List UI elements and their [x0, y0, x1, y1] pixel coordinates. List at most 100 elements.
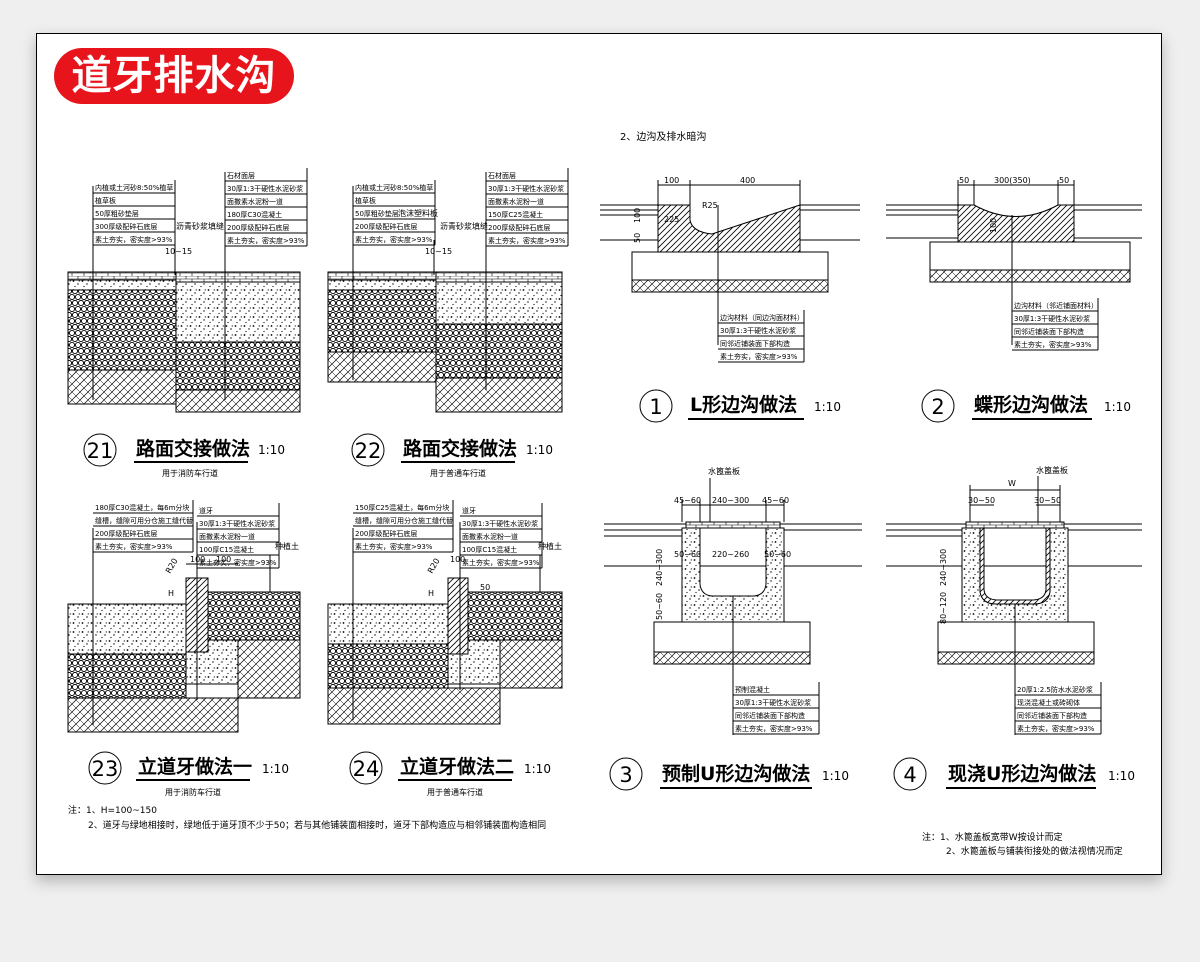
d2-scale: 1:10 [1104, 400, 1131, 414]
d21-scale: 1:10 [258, 443, 285, 457]
d22-right-label-1: 30厚1:3干硬性水泥砂浆 [488, 184, 564, 193]
detail-4: 水篦盖板 W 30~50 30~50 240~300 80~120 20厚1:2… [886, 465, 1142, 791]
d4-dim-w: W [1008, 479, 1016, 488]
d1-scale: 1:10 [814, 400, 841, 414]
d21-left-label-2: 50厚粗砂垫层 [95, 209, 139, 218]
section-heading: 2、边沟及排水暗沟 [620, 130, 706, 143]
detail-3: 水篦盖板 45~60 240~300 45~60 50~60 220~260 5… [604, 466, 862, 791]
d23-soil-label: 种植土 [275, 541, 299, 551]
d3-labels-label-1: 30厚1:3干硬性水泥砂浆 [735, 698, 811, 707]
d3-dim-4: 50~60 [674, 550, 701, 559]
d24-caption: 立道牙做法二 [400, 755, 514, 778]
d24-left-label-0: 150厚C25混凝土，每6m分块 [355, 503, 449, 512]
detail-1: 100 400 R25 50 100 225 边沟材料（同边沟面材料）30厚1:… [600, 176, 860, 423]
d23-usage: 用于消防车行道 [165, 787, 221, 797]
d4-scale: 1:10 [1108, 769, 1135, 783]
d2-labels-label-1: 30厚1:3干硬性水泥砂浆 [1014, 314, 1090, 323]
d3-dim-5: 220~260 [712, 550, 749, 559]
d21-right-label-4: 200厚级配碎石底层 [227, 223, 289, 232]
d23-scale: 1:10 [262, 762, 289, 776]
d3-caption: 预制U形边沟做法 [662, 762, 810, 785]
d1-labels-label-3: 素土夯实，密实度>93% [720, 352, 798, 361]
d3-cover-label: 水篦盖板 [708, 466, 740, 476]
d2-number: 2 [931, 395, 944, 419]
d4-dim-4: 80~120 [939, 592, 948, 624]
d21-joint-dim: 10~15 [165, 247, 192, 256]
d2-caption: 蝶形边沟做法 [974, 393, 1088, 416]
d22-mid-label: 沥青砂浆填缝 [440, 221, 488, 231]
d22-scale: 1:10 [526, 443, 553, 457]
d3-dim-2: 240~300 [712, 496, 749, 505]
d21-left-label-4: 素土夯实，密实度>93% [95, 235, 173, 244]
d3-labels-label-3: 素土夯实，密实度>93% [735, 724, 813, 733]
d22-usage: 用于普通车行道 [430, 468, 486, 478]
d4-labels-label-0: 20厚1:2.5防水水泥砂浆 [1017, 685, 1093, 694]
d1-dim-50: 50 [633, 233, 642, 243]
d21-right-label-3: 180厚C30混凝土 [227, 210, 282, 219]
d23-right-label-0: 道牙 [199, 506, 213, 515]
d4-labels-label-2: 同邻近铺装面下部构造 [1017, 711, 1087, 720]
d22-right-label-0: 石材面层 [488, 171, 516, 180]
d1-dim-400: 400 [740, 176, 755, 185]
d22-foam-label: 泡沫塑料板 [398, 208, 438, 218]
d24-right-label-4: 素土夯实，密实度>93% [462, 558, 540, 567]
d2-labels-label-2: 同邻近铺装面下部构造 [1014, 327, 1084, 336]
d23-dim-b: 100 [216, 555, 231, 564]
d24-scale: 1:10 [524, 762, 551, 776]
d24-dim-h: H [428, 589, 434, 598]
d3-dim-7: 240~300 [655, 549, 664, 586]
d23-dim-h: H [168, 589, 174, 598]
d21-right-label-0: 石材面层 [227, 171, 255, 180]
d4-dim-1: 30~50 [968, 496, 995, 505]
d23-left-label-3: 素土夯实，密实度>93% [95, 542, 173, 551]
d21-right-label-5: 素土夯实，密实度>93% [227, 236, 305, 245]
d3-number: 3 [619, 763, 632, 787]
d2-labels-label-0: 边沟材料（邻近铺面材料） [1014, 301, 1098, 310]
d24-dim-r: R20 [426, 557, 442, 575]
d2-dim-300: 300(350) [994, 176, 1031, 185]
d2-dim-100: 100 [989, 218, 998, 233]
d24-number: 24 [353, 757, 380, 781]
d23-right-label-2: 面撒素水泥粉一道 [199, 532, 255, 541]
d21-caption: 路面交接做法 [136, 437, 250, 460]
d3-dim-6: 50~60 [764, 550, 791, 559]
detail-23: 180厚C30混凝土，每6m分块缝槽，缝隙可用分仓施工缝代替200厚级配碎石底层… [67, 500, 301, 797]
d2-dim-50b: 50 [1059, 176, 1069, 185]
d3-labels-label-2: 同邻近铺装面下部构造 [735, 711, 805, 720]
d24-right-label-3: 100厚C15混凝土 [462, 545, 517, 554]
d1-dim-100b: 100 [633, 208, 642, 223]
note-right-1: 注：1、水篦盖板宽带W按设计而定 [922, 831, 1063, 843]
d21-left-label-3: 300厚级配碎石底层 [95, 222, 157, 231]
d22-left-label-3: 200厚级配碎石底层 [355, 222, 417, 231]
detail-22: 内植或土河砂8:50%植草植草板50厚粗砂垫层200厚级配碎石底层素土夯实，密实… [327, 168, 569, 478]
note-left-2: 2、道牙与绿地相接时，绿地低于道牙顶不少于50；若与其他铺装面相接时，道牙下部构… [88, 819, 546, 831]
d22-caption: 路面交接做法 [403, 437, 517, 460]
d24-left-label-2: 200厚级配碎石底层 [355, 529, 417, 538]
d23-left-label-1: 缝槽，缝隙可用分仓施工缝代替 [95, 516, 193, 525]
d21-left-label-1: 植草板 [95, 196, 116, 205]
d22-left-label-4: 素土夯实，密实度>93% [355, 235, 433, 244]
detail-2: 50 300(350) 50 100 边沟材料（邻近铺面材料）30厚1:3干硬性… [886, 176, 1142, 423]
note-left-1: 注：1、H=100~150 [68, 804, 157, 816]
d24-soil-label: 种植土 [538, 541, 562, 551]
d22-right-label-4: 200厚级配碎石底层 [488, 223, 550, 232]
d24-right-label-1: 30厚1:3干硬性水泥砂浆 [462, 519, 538, 528]
d21-number: 21 [87, 439, 114, 463]
d22-right-label-3: 150厚C25混凝土 [488, 210, 543, 219]
d4-labels-label-3: 素土夯实，密实度>93% [1017, 724, 1095, 733]
d21-right-label-1: 30厚1:3干硬性水泥砂浆 [227, 184, 303, 193]
d22-right-label-5: 素土夯实，密实度>93% [488, 236, 566, 245]
d22-left-label-0: 内植或土河砂8:50%植草 [355, 183, 433, 192]
d3-dim-1: 45~60 [674, 496, 701, 505]
d3-labels-label-0: 预制混凝土 [735, 685, 770, 694]
title-banner: 道牙排水沟 [54, 48, 294, 104]
d23-right-label-1: 30厚1:3干硬性水泥砂浆 [199, 519, 275, 528]
d21-right-label-2: 面撒素水泥粉一道 [227, 197, 283, 206]
d1-labels-label-0: 边沟材料（同边沟面材料） [720, 313, 804, 322]
d4-caption: 现浇U形边沟做法 [948, 762, 1096, 785]
d23-dim-r: R20 [164, 557, 180, 575]
d1-caption: L形边沟做法 [690, 393, 797, 416]
d24-dim-a: 100 [450, 555, 465, 564]
d4-number: 4 [903, 763, 916, 787]
